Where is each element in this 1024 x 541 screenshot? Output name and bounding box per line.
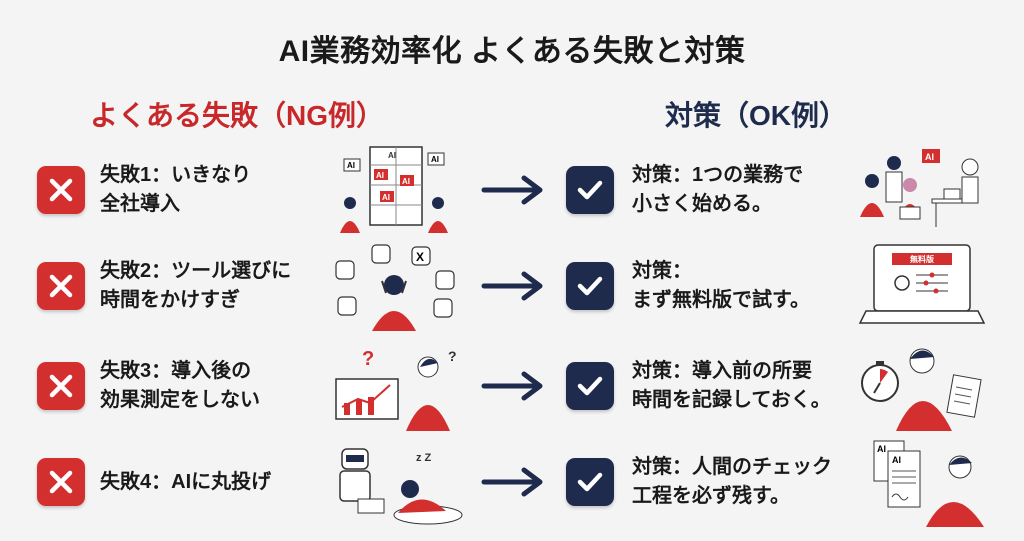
comparison-row-3: 失敗3：導入後の効果測定をしない ? ? 対策：導入前の所要時間を記録しておく。 <box>0 341 1024 431</box>
x-mark-icon <box>37 166 85 214</box>
svg-text:AI: AI <box>892 455 901 465</box>
check-mark-icon <box>566 362 614 410</box>
check-mark-icon <box>566 166 614 214</box>
svg-text:AI: AI <box>431 155 439 164</box>
svg-text:AI: AI <box>925 152 934 162</box>
person-reviewing-documents-illustration: AI AI <box>873 440 984 527</box>
svg-text:z Z: z Z <box>416 452 432 464</box>
svg-text:AI: AI <box>376 171 384 180</box>
svg-text:AI: AI <box>877 444 886 454</box>
laptop-free-plan-illustration: 無料版 <box>858 244 986 324</box>
arrow-right-icon <box>481 175 543 205</box>
failure-text: 失敗2：ツール選びに時間をかけすぎ <box>100 260 292 311</box>
arrow-right-icon <box>481 371 543 401</box>
arrow-right-icon <box>481 467 543 497</box>
confused-person-tools-illustration: X <box>335 244 455 331</box>
arrow-right-icon <box>481 271 543 301</box>
solution-text: 対策：人間のチェック工程を必ず残す。 <box>632 456 832 507</box>
solution-text: 対策：1つの業務で小さく始める。 <box>632 164 804 215</box>
svg-text:AI: AI <box>388 151 396 160</box>
ng-section-header: よくある失敗（NG例） <box>90 100 385 131</box>
x-mark-icon <box>37 262 85 310</box>
solution-text: 対策：導入前の所要時間を記録しておく。 <box>632 360 831 411</box>
svg-text:?: ? <box>362 348 374 370</box>
svg-text:AI: AI <box>402 177 410 186</box>
svg-text:無料版: 無料版 <box>910 254 934 264</box>
svg-text:AI: AI <box>382 193 390 202</box>
robot-and-sleeping-person-illustration: z Z <box>339 448 463 525</box>
comparison-row-2: 失敗2：ツール選びに時間をかけすぎ X 対策：まず無料版で試す。 無料版 <box>0 241 1024 331</box>
check-mark-icon <box>566 262 614 310</box>
svg-text:?: ? <box>448 348 457 364</box>
puzzled-person-chart-illustration: ? ? <box>335 348 457 431</box>
ok-section-header: 対策（OK例） <box>665 100 848 131</box>
person-stopwatch-illustration <box>861 348 982 431</box>
small-team-ai-illustration: AI <box>860 149 979 227</box>
check-mark-icon <box>566 458 614 506</box>
x-mark-icon <box>37 362 85 410</box>
comparison-row-4: 失敗4：AIに丸投げ z Z 対策：人間のチェック工程を必ず残す。 AI AI <box>0 437 1024 527</box>
failure-text: 失敗1：いきなり全社導入 <box>100 164 252 215</box>
comparison-row-1: 失敗1：いきなり全社導入 AI AI AI AI AI AI 対策：1つの業務で… <box>0 145 1024 235</box>
office-building-chaos-illustration: AI AI AI AI AI AI <box>340 146 448 233</box>
failure-text: 失敗3：導入後の効果測定をしない <box>100 360 260 411</box>
svg-text:X: X <box>416 250 424 264</box>
x-mark-icon <box>37 458 85 506</box>
svg-text:AI: AI <box>347 161 355 170</box>
page-title: AI業務効率化 よくある失敗と対策 <box>278 35 746 68</box>
failure-text: 失敗4：AIに丸投げ <box>100 471 272 493</box>
solution-text: 対策：まず無料版で試す。 <box>632 260 810 311</box>
